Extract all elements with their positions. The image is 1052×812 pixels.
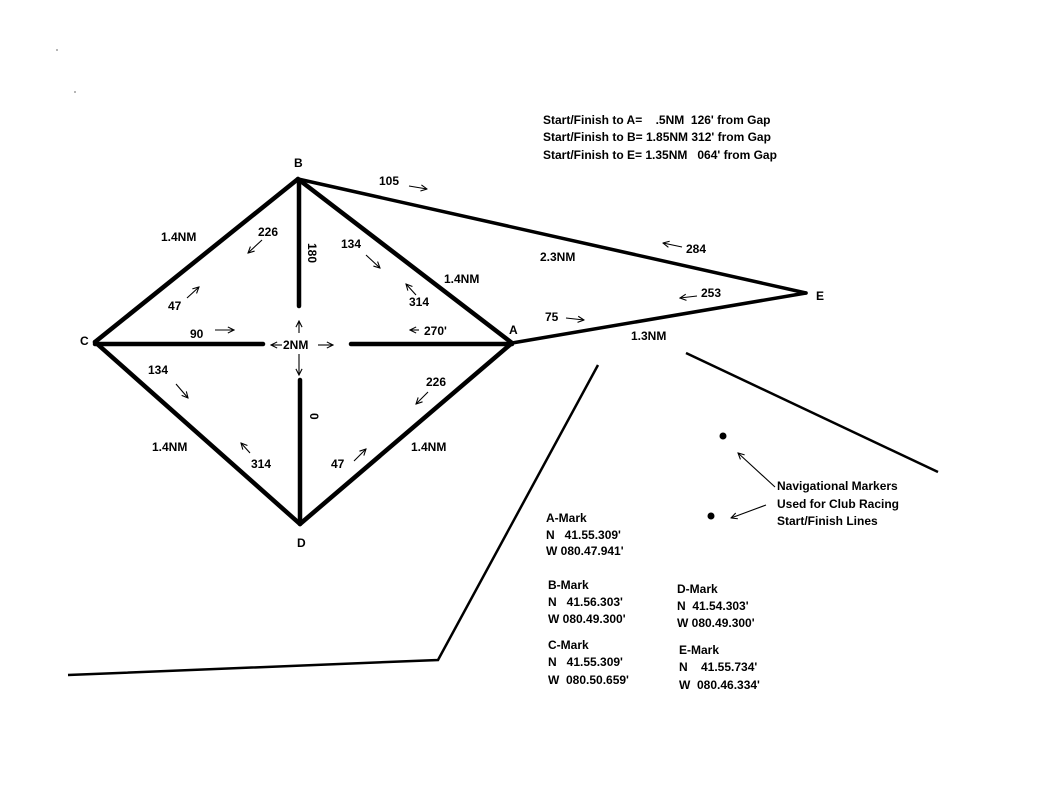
- bearing-ad-226: 226: [426, 375, 446, 389]
- distance-bc: 1.4NM: [161, 230, 196, 244]
- shoreline-left: [67, 364, 600, 677]
- arrow-cd-134: [175, 383, 188, 398]
- arrow-ae-75: [565, 318, 584, 320]
- markers-note-line-2: Used for Club Racing: [777, 497, 899, 511]
- mark-label-c: C: [80, 334, 89, 348]
- bearing-ac-270: 270': [424, 324, 447, 338]
- distance-da: 1.4NM: [411, 440, 446, 454]
- bearing-eb-284: 284: [686, 242, 706, 256]
- coord-e-w: W 080.46.334': [679, 678, 760, 692]
- bearing-bc-226: 226: [258, 225, 278, 239]
- arrow-da-47: [353, 449, 366, 462]
- bearing-ae-75: 75: [545, 310, 559, 324]
- bearing-cb-47: 47: [168, 299, 182, 313]
- bearing-cd-134: 134: [148, 363, 168, 377]
- coord-c-name: C-Mark: [548, 638, 589, 652]
- shoreline-right: [685, 351, 939, 474]
- direction-arrows: [175, 186, 776, 518]
- nav-marker-dot: [719, 432, 727, 440]
- bearing-da-47: 47: [331, 457, 345, 471]
- distance-ba: 1.4NM: [444, 272, 479, 286]
- coord-a-w: W 080.47.941': [546, 544, 624, 558]
- coord-a-n: N 41.55.309': [546, 528, 621, 542]
- distance-ae: 1.3NM: [631, 329, 666, 343]
- bearing-ab-314: 314: [409, 295, 429, 309]
- mark-label-d: D: [297, 536, 306, 550]
- coord-e-n: N 41.55.734': [679, 660, 757, 674]
- coord-b-name: B-Mark: [548, 578, 589, 592]
- leg-d-a: [297, 340, 515, 527]
- bearing-bd-180: 180: [305, 243, 319, 263]
- bearing-be-105: 105: [379, 174, 399, 188]
- coord-d-n: N 41.54.303': [677, 599, 749, 613]
- legend-line-2: Start/Finish to B= 1.85NM 312' from Gap: [543, 130, 771, 144]
- mark-label-e: E: [816, 289, 824, 303]
- speck: [56, 49, 58, 51]
- coord-b-w: W 080.49.300': [548, 612, 626, 626]
- bearing-ba-134: 134: [341, 237, 361, 251]
- speck: [74, 91, 76, 93]
- arrow-be-105: [408, 186, 427, 189]
- coord-b-n: N 41.56.303': [548, 595, 623, 609]
- nav-marker-dot: [707, 512, 715, 520]
- bearing-db-0: 0: [307, 413, 321, 420]
- arrow-ba-134: [365, 254, 380, 268]
- legend-line-3: Start/Finish to E= 1.35NM 064' from Gap: [543, 148, 777, 162]
- arrow-ea-253: [680, 296, 698, 298]
- bearing-dc-314: 314: [251, 457, 271, 471]
- arrow-bc-226: [248, 239, 263, 253]
- coord-d-name: D-Mark: [677, 582, 718, 596]
- coord-e-name: E-Mark: [679, 643, 719, 657]
- mark-label-a: A: [509, 323, 518, 337]
- arrow-ab-314: [406, 284, 417, 296]
- coord-c-n: N 41.55.309': [548, 655, 623, 669]
- bearing-ea-253: 253: [701, 286, 721, 300]
- arrow-eb-284: [663, 243, 683, 247]
- course-legs: [92, 176, 515, 527]
- leg-b-c: [92, 176, 301, 345]
- leg-a-e: [510, 291, 808, 345]
- arrow-cb-47: [186, 287, 199, 299]
- distance-center: 2NM: [283, 338, 308, 352]
- markers-note-line-3: Start/Finish Lines: [777, 514, 878, 528]
- coord-d-w: W 080.49.300': [677, 616, 755, 630]
- arrow-ad-226: [416, 391, 429, 404]
- coord-a-name: A-Mark: [546, 511, 587, 525]
- leg-c-d: [92, 339, 303, 527]
- leg-b-a: [295, 176, 515, 346]
- bearing-ca-90: 90: [190, 327, 204, 341]
- coord-c-w: W 080.50.659': [548, 673, 629, 687]
- legend-line-1: Start/Finish to A= .5NM 126' from Gap: [543, 113, 770, 127]
- distance-be: 2.3NM: [540, 250, 575, 264]
- markers-note-line-1: Navigational Markers: [777, 479, 898, 493]
- arrow-dc-314: [241, 443, 251, 454]
- arrow-to-marker-bottom: [731, 504, 767, 518]
- distance-cd: 1.4NM: [152, 440, 187, 454]
- arrow-to-marker-top: [738, 453, 776, 488]
- leg-b-e: [296, 177, 808, 295]
- mark-label-b: B: [294, 156, 303, 170]
